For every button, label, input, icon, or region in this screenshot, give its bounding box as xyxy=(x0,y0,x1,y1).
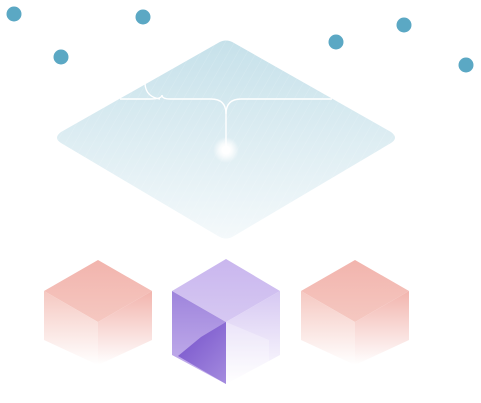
node-dot-icon xyxy=(396,17,412,33)
node-dot-icon xyxy=(53,49,69,65)
cube-top-face xyxy=(172,259,280,322)
node-dot-icon xyxy=(458,57,474,73)
cube-inner-shade xyxy=(178,322,226,384)
cube-right-face xyxy=(98,291,152,365)
cube-right-face xyxy=(355,291,409,365)
connector-lines xyxy=(120,83,332,150)
node-dot-icon xyxy=(328,34,344,50)
cube-icon xyxy=(301,260,409,365)
glow-node-core xyxy=(221,145,231,155)
node-dots xyxy=(6,6,474,73)
cube-icon xyxy=(172,259,280,384)
connector-line xyxy=(225,98,332,115)
cube-left-face xyxy=(44,291,98,365)
cube-front-panel xyxy=(226,322,269,384)
cube-right-face xyxy=(226,291,280,384)
cube-left-face xyxy=(301,291,355,365)
connector-line xyxy=(144,83,161,100)
node-dot-icon xyxy=(135,9,151,25)
platform-icon xyxy=(57,40,395,239)
cube-icon xyxy=(44,260,152,365)
node-dot-icon xyxy=(6,6,22,22)
